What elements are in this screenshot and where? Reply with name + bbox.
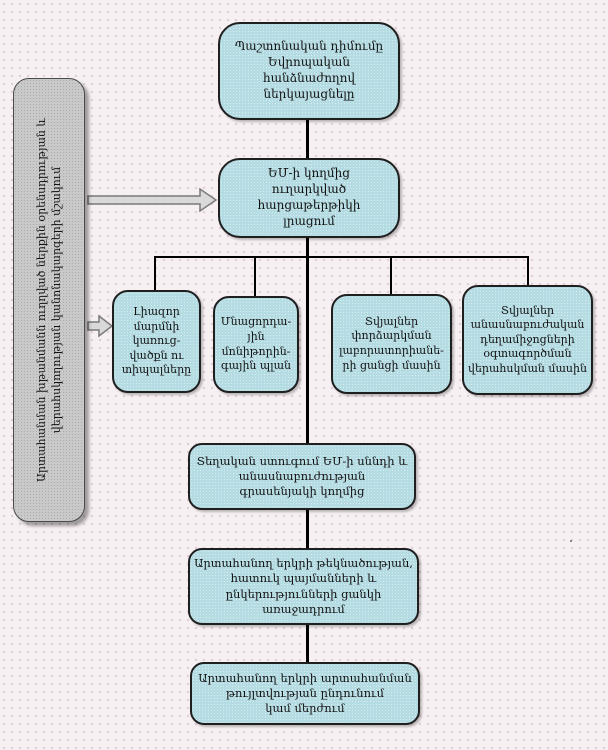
box-side-legislation: Արտահանման խթանմանն ուղղված ներքին օրենս… [13,78,85,522]
box-candidacy-nomination: Արտահանող երկրի թեկնածության, հատուկ պայ… [188,548,419,625]
stray-dot [570,540,572,542]
box-local-inspection-label: Տեղական ստուգում ԵՄ-ի սննդի և անասնաբուժ… [196,453,408,499]
box-veterinary-drugs-control: Տվյալներ անասնաբուժական դեղամիջոցների օգ… [462,285,593,395]
block-arrow-to-row-1 [87,314,114,338]
box-questionnaire: ԵՄ-ի կողմից ուղարկված հարցաթերթիկի լրացո… [218,158,400,238]
box-monitoring-plan: Մնացորդա- յին մոնիթորին- գային պլան [213,296,299,393]
box-authority-structure: Լիազոր մարմնի կառուց- վածքն ու տիպալները [112,290,201,393]
box-authority-structure-label: Լիազոր մարմնի կառուց- վածքն ու տիպալները [121,305,192,377]
box-permission-decision: Արտահանող երկրի արտահանման թույլտվության… [190,662,420,725]
connector-top-to-questionnaire [306,120,309,158]
box-candidacy-nomination-label: Արտահանող երկրի թեկնածության, հատուկ պայ… [194,556,413,616]
box-laboratories-network-label: Տվյալներ փորձարկման լաբորատորիանե- րի ցա… [339,314,444,372]
connector-drop-row-4 [527,256,529,285]
side-box-label: Արտահանման խթանմանն ուղղված ներքին օրենս… [34,117,63,483]
connector-drop-row-1 [154,256,156,290]
box-permission-decision-label: Արտահանող երկրի արտահանման թույլտվության… [198,670,412,716]
connector-branch-horizontal [154,256,528,258]
box-veterinary-drugs-control-label: Տվյալներ անասնաբուժական դեղամիջոցների օգ… [468,303,587,375]
box-official-application: Պաշտոնական դիմումը Եվրոպական հանձնաժողով… [218,22,400,120]
connector-drop-row-3 [390,256,392,294]
block-arrow-to-questionnaire [87,187,218,213]
box-local-inspection: Տեղական ստուգում ԵՄ-ի սննդի և անասնաբուժ… [188,443,416,510]
box-monitoring-plan-label: Մնացորդա- յին մոնիթորին- գային պլան [220,315,292,373]
connector-inspection-to-nomination [306,510,309,548]
connector-drop-row-2 [254,256,256,296]
connector-nomination-to-decision [306,625,309,662]
connector-trunk-center [306,238,309,443]
box-laboratories-network: Տվյալներ փորձարկման լաբորատորիանե- րի ցա… [331,294,452,394]
box-questionnaire-label: ԵՄ-ի կողմից ուղարկված հարցաթերթիկի լրացո… [257,166,361,228]
box-official-application-label: Պաշտոնական դիմումը Եվրոպական հանձնաժողով… [234,39,384,101]
